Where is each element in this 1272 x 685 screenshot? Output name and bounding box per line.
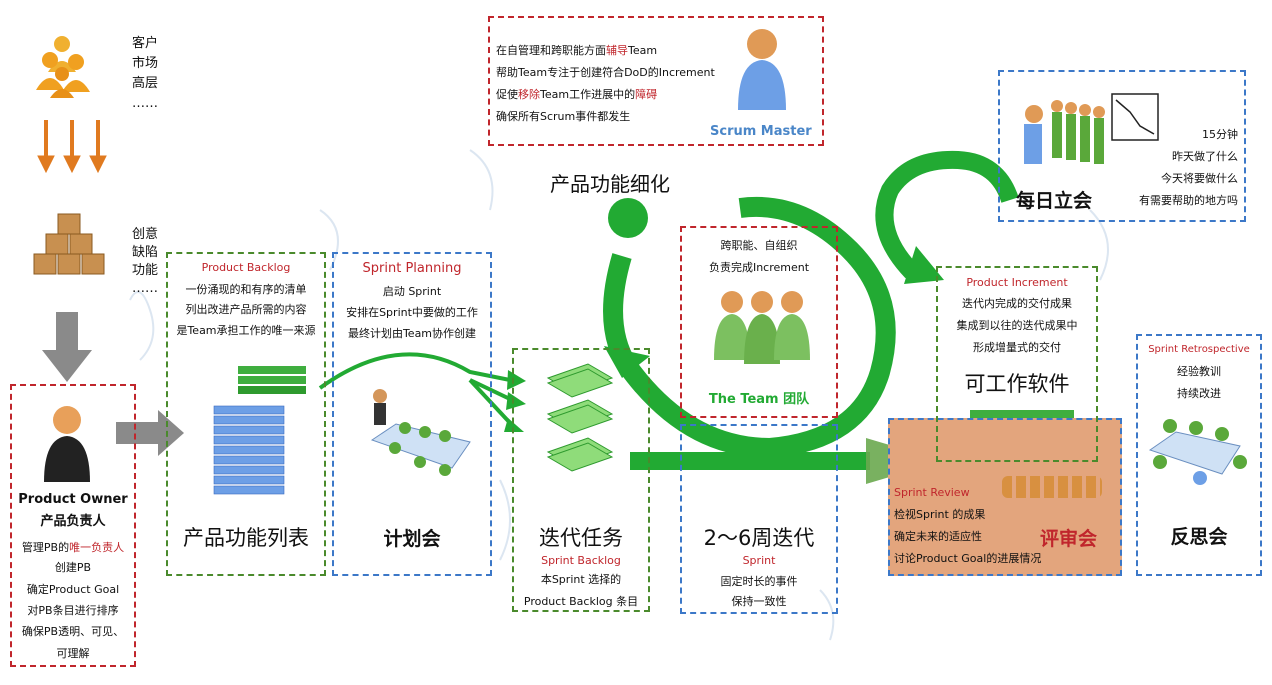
sprint-box: 2～6周迭代 Sprint 固定时长的事件 保持一致性 (680, 424, 838, 614)
sprint-backlog-stacks-icon (546, 363, 614, 472)
product-owner-title-zh: 产品负责人 (40, 514, 106, 529)
team-line: 负责完成Increment (708, 261, 810, 274)
sprint-planning-box: Sprint Planning 启动 Sprint 安排在Sprint中要做的工… (332, 252, 492, 576)
sprint-retro-line: 经验教训 (1177, 365, 1221, 378)
team-label: The Team 团队 (708, 392, 810, 407)
product-backlog-line: 列出改进产品所需的内容 (185, 303, 307, 316)
sprint-backlog-title: Sprint Backlog (541, 554, 621, 567)
sm-text: Team工作进展中的 (540, 88, 636, 101)
product-backlog-label: 产品功能列表 (183, 526, 309, 550)
sprint-backlog-line: 本Sprint 选择的 (540, 573, 622, 586)
planning-arrowheads (504, 370, 526, 432)
sprint-planning-line: 最终计划由Team协作创建 (347, 327, 477, 340)
sm-highlight: 辅导 (606, 44, 628, 57)
product-backlog-line: 一份涌现的和有序的清单 (185, 283, 307, 296)
customer-line: …… (132, 96, 158, 111)
scrum-master-line: 帮助Team专注于创建符合DoD的Increment (496, 66, 715, 79)
scrum-master-line: 确保所有Scrum事件都发生 (496, 110, 631, 123)
scrum-master-label: Scrum Master (710, 124, 812, 139)
sprint-backlog-box: 迭代任务 Sprint Backlog 本Sprint 选择的 Product … (512, 348, 650, 612)
product-increment-line: 集成到以往的迭代成果中 (956, 319, 1078, 332)
sprint-line: 固定时长的事件 (720, 575, 798, 588)
sprint-retro-box: Sprint Retrospective 经验教训 持续改进 反思会 (1136, 334, 1262, 576)
customer-line: 市场 (132, 56, 159, 71)
sprint-title: Sprint (742, 554, 776, 567)
customer-line: 高层 (132, 76, 159, 91)
product-owner-duty: 对PB条目进行排序 (27, 604, 119, 617)
idea-list: 创意 缺陷 功能 …… (132, 226, 158, 298)
sprint-review-title: Sprint Review (894, 486, 970, 499)
sprint-line: 保持一致性 (731, 595, 787, 608)
product-backlog-stack-icon (213, 366, 306, 495)
sprint-planning-line: 启动 Sprint (382, 285, 442, 298)
down-arrows-icon (37, 120, 107, 174)
grey-down-arrow-icon (42, 312, 92, 382)
idea-line: 创意 (132, 227, 159, 242)
product-increment-box: Product Increment 迭代内完成的交付成果 集成到以往的迭代成果中… (936, 266, 1098, 462)
planning-meeting-icon (370, 389, 471, 476)
team-line: 跨职能、自组织 (720, 239, 798, 252)
sprint-label: 2～6周迭代 (703, 526, 815, 550)
review-audience-icon (1002, 476, 1102, 498)
daily-scrum-line: 今天将要做什么 (1161, 172, 1238, 185)
sm-text: 在自管理和跨职能方面 (496, 44, 606, 57)
sprint-planning-label: 计划会 (383, 528, 441, 550)
product-backlog-line: 是Team承担工作的唯一来源 (176, 324, 316, 337)
product-owner-duty: 创建PB (54, 561, 92, 574)
scrum-master-figure-icon (738, 29, 786, 110)
product-owner-duty: 确保PB透明、可见、 (21, 625, 125, 638)
sprint-retro-label: 反思会 (1170, 526, 1228, 548)
daily-scrum-box: 每日立会 15分钟 昨天做了什么 今天将要做什么 有需要帮助的地方吗 (998, 70, 1246, 222)
daily-scrum-label: 每日立会 (1016, 190, 1093, 212)
sprint-review-line: 讨论Product Goal的进展情况 (894, 552, 1042, 565)
grey-right-arrow-icon (116, 410, 184, 456)
sm-text: Team (628, 44, 658, 57)
duty-highlight: 唯一负责人 (69, 541, 125, 554)
daily-standup-figures-icon (1024, 93, 1159, 164)
sprint-review-line: 确定未来的适应性 (894, 530, 982, 543)
sprint-review-box: Sprint Review 检视Sprint 的成果 确定未来的适应性 讨论Pr… (888, 418, 1122, 576)
sprint-retro-title: Sprint Retrospective (1148, 344, 1250, 355)
duty-text: 管理PB的 (21, 541, 70, 554)
retro-meeting-icon (1148, 419, 1247, 485)
product-owner-box: Product Owner 产品负责人 管理PB的唯一负责人 创建PB 确定Pr… (10, 384, 136, 667)
idea-line: 缺陷 (132, 245, 159, 260)
sprint-retro-line: 持续改进 (1177, 387, 1221, 400)
sprint-backlog-label: 迭代任务 (539, 526, 623, 550)
product-increment-title: Product Increment (966, 276, 1068, 289)
product-increment-line: 迭代内完成的交付成果 (962, 297, 1072, 310)
scrum-master-line: 促使移除Team工作进展中的障碍 (496, 86, 657, 102)
sprint-planning-line: 安排在Sprint中要做的工作 (346, 306, 478, 319)
sm-highlight: 移除 (518, 88, 540, 101)
sm-highlight: 障碍 (635, 88, 658, 101)
idea-line: …… (132, 281, 158, 296)
daily-scrum-line: 昨天做了什么 (1172, 150, 1238, 163)
team-figures-icon (714, 291, 810, 364)
sprint-review-line: 检视Sprint 的成果 (894, 508, 986, 521)
customer-list: 客户 市场 高层 …… (132, 34, 158, 114)
idea-line: 功能 (132, 263, 159, 278)
daily-scrum-line: 有需要帮助的地方吗 (1139, 194, 1238, 207)
product-increment-label: 可工作软件 (964, 372, 1070, 396)
product-backlog-box: Product Backlog 一份涌现的和有序的清单 列出改进产品所需的内容 … (166, 252, 326, 576)
boxes-icon (33, 213, 105, 275)
product-owner-duty: 确定Product Goal (26, 583, 120, 596)
customer-line: 客户 (132, 36, 159, 51)
product-increment-line: 形成增量式的交付 (973, 341, 1061, 354)
team-box: 跨职能、自组织 负责完成Increment The Team 团队 (680, 226, 838, 418)
daily-scrum-line: 15分钟 (1202, 128, 1238, 141)
customer-people-icon (36, 36, 90, 98)
sprint-review-label: 评审会 (1040, 528, 1098, 550)
product-backlog-title: Product Backlog (201, 261, 291, 274)
product-owner-title-en: Product Owner (18, 492, 128, 507)
product-owner-duty: 可理解 (56, 647, 90, 660)
sprint-backlog-line: Product Backlog 条目 (523, 595, 639, 608)
scrum-master-box: 在自管理和跨职能方面辅导Team 帮助Team专注于创建符合DoD的Increm… (488, 16, 824, 146)
product-owner-figure-icon (44, 406, 90, 482)
sprint-planning-title: Sprint Planning (362, 261, 462, 276)
sm-text: 促使 (496, 88, 518, 101)
product-owner-duty: 管理PB的唯一负责人 (12, 538, 134, 558)
refinement-label: 产品功能细化 (550, 172, 670, 196)
scrum-master-line: 在自管理和跨职能方面辅导Team (496, 42, 657, 58)
